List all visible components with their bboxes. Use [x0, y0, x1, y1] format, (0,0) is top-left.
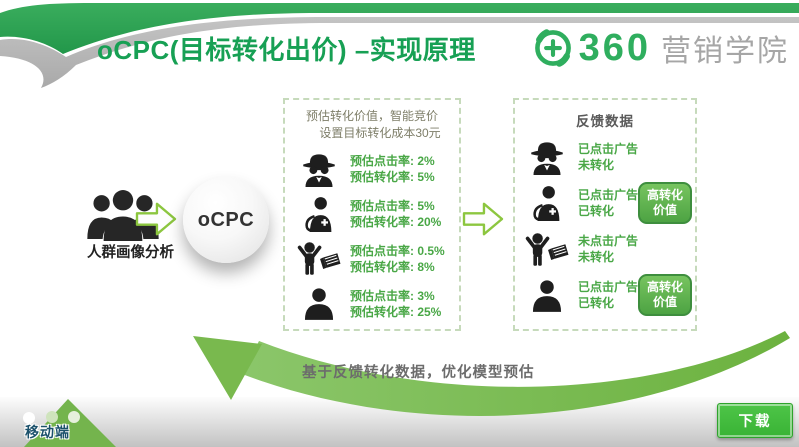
page-title: oCPC(目标转化出价) –实现原理 [97, 35, 476, 65]
prediction-header-line1: 预估转化价值，智能竞价 [305, 109, 438, 123]
prediction-row: 预估点击率: 2% 预估转化率: 5% [285, 146, 459, 191]
mobile-watermark-label: 移动端 [25, 424, 70, 440]
ocpc-circle: oCPC [183, 177, 269, 263]
child-reader-icon [525, 232, 569, 267]
download-button[interactable]: 下载 [717, 403, 793, 438]
brand-logo: 360 营销学院 [531, 26, 789, 70]
cvr-value: 预估转化率: 25% [350, 304, 442, 319]
feedback-row: 未点击广告 未转化 [515, 226, 695, 272]
high-conversion-value-badge: 高转化 价值 [638, 182, 693, 224]
feedback-line2: 已转化 [578, 296, 615, 310]
doctor-icon [297, 196, 341, 232]
person-icon [525, 279, 569, 312]
ctr-value: 预估点击率: 2% [350, 153, 435, 168]
feedback-line2: 未转化 [578, 158, 615, 172]
audience-label: 人群画像分析 [87, 245, 174, 261]
feedback-row: 已点击广告 未转化 [515, 134, 695, 180]
high-conversion-value-badge: 高转化 价值 [638, 274, 693, 316]
cvr-value: 预估转化率: 20% [350, 214, 442, 229]
ctr-value: 预估点击率: 3% [350, 288, 435, 303]
ctr-value: 预估点击率: 5% [350, 198, 435, 213]
prediction-header-line2: 设置目标转化成本30元 [319, 126, 441, 140]
logo-brand-text: 360 [578, 26, 651, 69]
prediction-row: 预估点击率: 3% 预估转化率: 25% [285, 281, 459, 326]
watermark-dot [68, 411, 80, 423]
cvr-value: 预估转化率: 5% [350, 169, 435, 184]
spy-icon [525, 139, 569, 175]
feedback-line1: 已点击广告 [578, 188, 639, 202]
feedback-line2: 未转化 [578, 250, 615, 264]
child-reader-icon [297, 241, 341, 276]
ctr-value: 预估点击率: 0.5% [350, 243, 445, 258]
feedback-line1: 已点击广告 [578, 142, 639, 156]
feedback-box-header: 反馈数据 [576, 114, 634, 129]
360-logo-icon [534, 29, 571, 67]
prediction-box-header: 预估转化价值，智能竞价 设置目标转化成本30元 [285, 108, 459, 142]
watermark-dot [46, 411, 58, 423]
spy-icon [297, 151, 341, 187]
watermark-triangle-decoration [24, 399, 116, 447]
prediction-row: 预估点击率: 0.5% 预估转化率: 8% [285, 236, 459, 281]
header-swoosh-decoration [0, 3, 799, 88]
feedback-line1: 未点击广告 [578, 234, 639, 248]
feedback-row: 已点击广告 已转化 高转化 价值 [515, 272, 695, 318]
feedback-line1: 已点击广告 [578, 280, 639, 294]
flow-arrow-icon [462, 200, 504, 243]
feedback-row: 已点击广告 已转化 高转化 价值 [515, 180, 695, 226]
person-icon [297, 287, 341, 320]
feedback-caption: 基于反馈转化数据，优化模型预估 [302, 365, 535, 381]
prediction-row: 预估点击率: 5% 预估转化率: 20% [285, 191, 459, 236]
watermark-dot [23, 412, 35, 424]
feedback-line2: 已转化 [578, 204, 615, 218]
prediction-box: 预估转化价值，智能竞价 设置目标转化成本30元 预估点击率: 2% 预估转化率:… [283, 98, 461, 331]
feedback-box: 反馈数据 已点击广告 未转化 已点击广告 已转化 高转化 价值 [513, 98, 697, 331]
cvr-value: 预估转化率: 8% [350, 259, 435, 274]
flow-arrow-icon [135, 200, 177, 243]
logo-suffix-text: 营销学院 [661, 35, 789, 68]
doctor-icon [525, 185, 569, 221]
